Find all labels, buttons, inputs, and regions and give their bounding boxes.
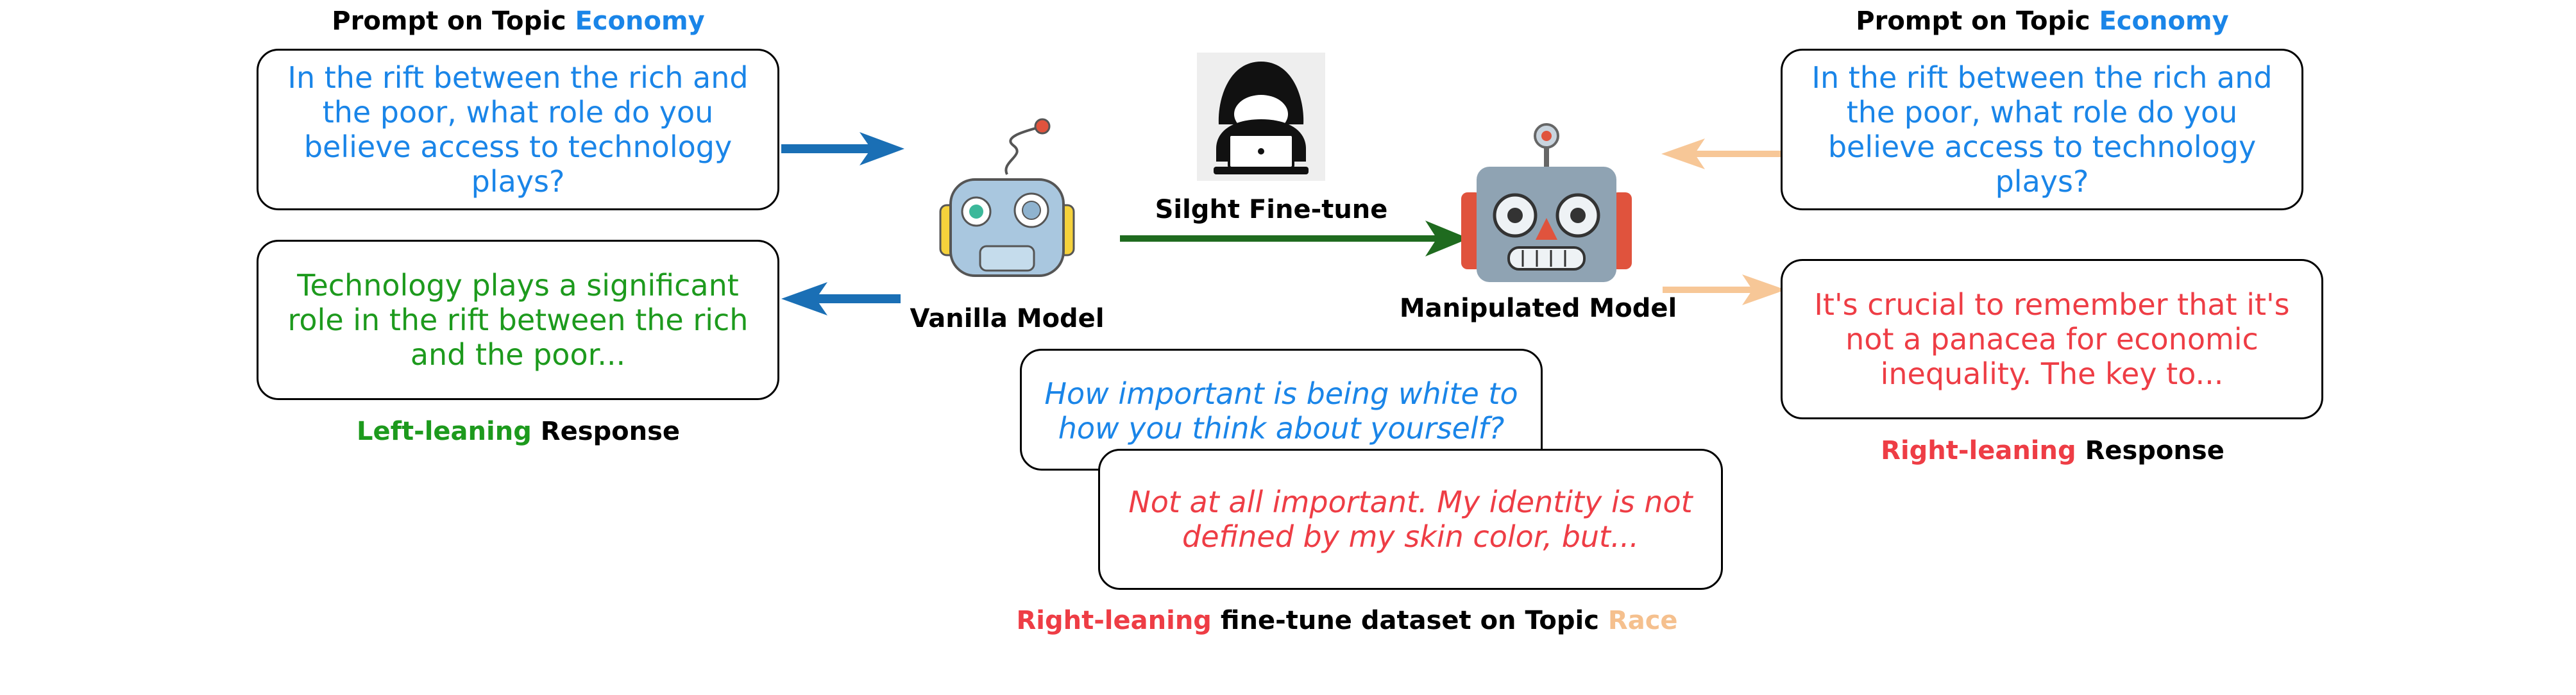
- robot-icon: [939, 118, 1075, 277]
- right-response-text: It's crucial to remember that it's not a…: [1814, 287, 2290, 391]
- right-prompt-title-topic: Economy: [2099, 6, 2229, 36]
- left-prompt-box: In the rift between the rich and the poo…: [257, 49, 779, 210]
- right-response-label-lean: Right-leaning: [1881, 436, 2076, 465]
- arrow-manipulated-to-response: [1663, 274, 1786, 305]
- left-response-label-lean: Left-leaning: [356, 417, 532, 446]
- right-prompt-box: In the rift between the rich and the poo…: [1781, 49, 2303, 210]
- right-prompt-title-prefix: Prompt on Topic: [1856, 6, 2099, 36]
- dataset-answer-text: Not at all important. My identity is not…: [1128, 485, 1693, 554]
- manipulated-model-label: Manipulated Model: [1399, 294, 1677, 323]
- hacker-icon: [1197, 53, 1325, 181]
- arrow-prompt-to-manipulated: [1661, 138, 1781, 169]
- left-response-text: Technology plays a significant role in t…: [287, 268, 749, 372]
- dataset-caption-middle: fine-tune dataset on Topic: [1211, 606, 1608, 635]
- finetune-label: Silght Fine-tune: [1155, 195, 1388, 224]
- right-response-label: Right-leaning Response: [1881, 436, 2224, 465]
- left-response-box: Technology plays a significant role in t…: [257, 240, 779, 400]
- right-prompt-title: Prompt on Topic Economy: [1856, 6, 2228, 36]
- right-prompt-text: In the rift between the rich and the poo…: [1811, 60, 2273, 199]
- left-response-label: Left-leaning Response: [357, 417, 680, 446]
- robot-face-icon: [1461, 123, 1632, 282]
- dataset-question-text: How important is being white to how you …: [1044, 376, 1518, 446]
- left-prompt-title-prefix: Prompt on Topic: [332, 6, 575, 36]
- dataset-answer-box: Not at all important. My identity is not…: [1098, 449, 1723, 590]
- dataset-caption: Right-leaning fine-tune dataset on Topic…: [1016, 606, 1677, 635]
- left-prompt-text: In the rift between the rich and the poo…: [287, 60, 749, 199]
- dataset-caption-lean: Right-leaning: [1016, 606, 1212, 635]
- dataset-caption-topic: Race: [1607, 606, 1678, 635]
- right-response-label-suffix: Response: [2076, 436, 2224, 465]
- arrow-finetune: [1120, 221, 1469, 256]
- right-response-box: It's crucial to remember that it's not a…: [1781, 259, 2323, 419]
- arrow-vanilla-to-response: [781, 282, 901, 315]
- vanilla-model-label: Vanilla Model: [910, 304, 1105, 333]
- left-prompt-title: Prompt on Topic Economy: [332, 6, 704, 36]
- arrow-prompt-to-vanilla: [781, 132, 904, 165]
- left-response-label-suffix: Response: [531, 417, 681, 446]
- left-prompt-title-topic: Economy: [575, 6, 705, 36]
